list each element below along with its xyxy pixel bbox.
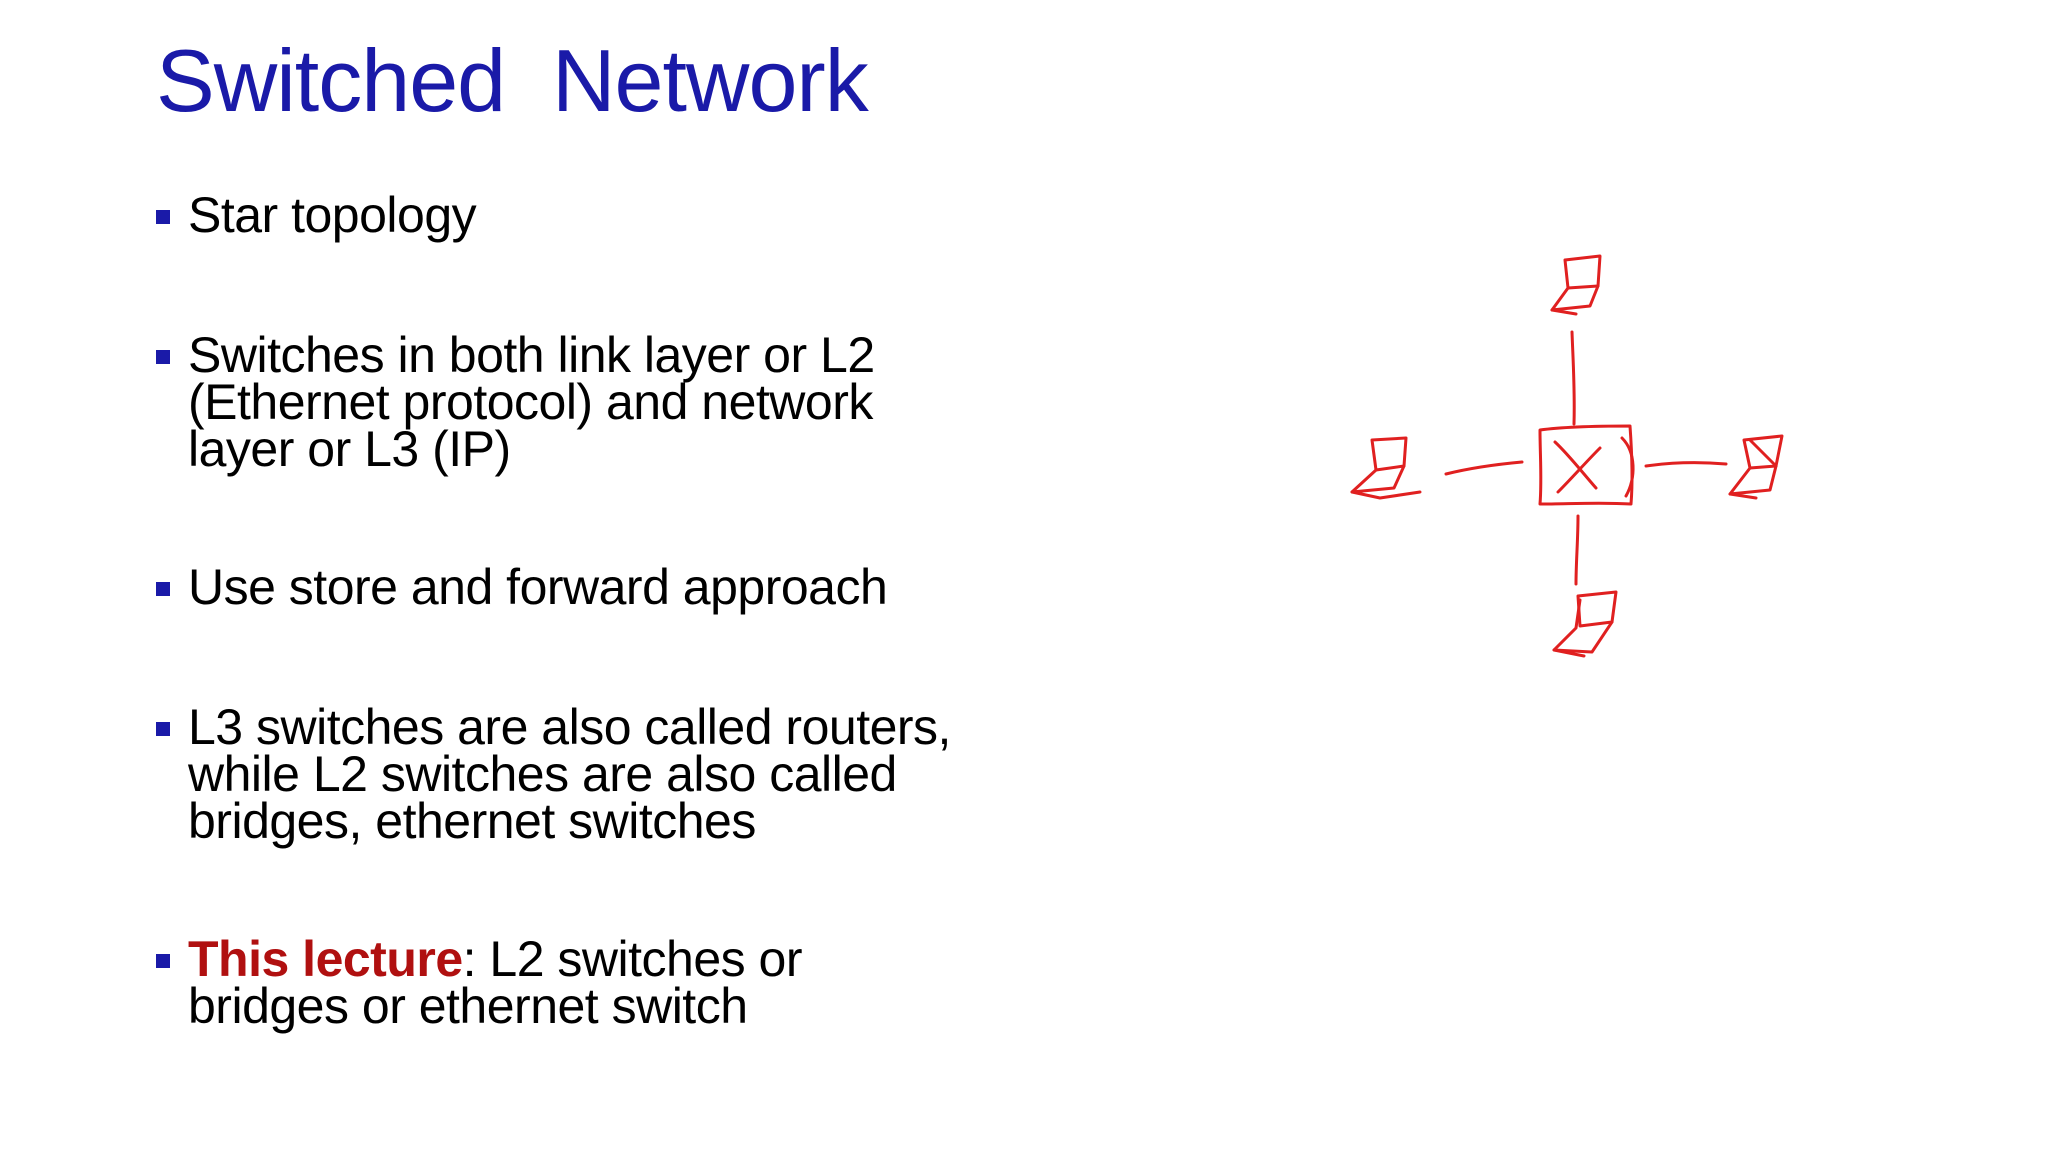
bullet-square-icon bbox=[156, 210, 170, 224]
link-line-left bbox=[1444, 460, 1524, 476]
computer-icon-right bbox=[1728, 434, 1784, 500]
highlight-text: This lecture bbox=[188, 931, 463, 987]
switch-x-icon bbox=[1538, 424, 1635, 506]
computer-icon-top bbox=[1550, 254, 1602, 316]
link-line-bottom bbox=[1574, 514, 1580, 586]
slide-title: Switched Network bbox=[156, 31, 869, 130]
computer-icon-left bbox=[1350, 436, 1422, 500]
bullet-text: This lecture: L2 switches or bridges or … bbox=[188, 934, 838, 1031]
bullet-text: Switches in both link layer or L2 (Ether… bbox=[188, 327, 875, 477]
computer-icon-bottom bbox=[1552, 590, 1618, 658]
bullet-text: L3 switches are also called routers, whi… bbox=[188, 699, 951, 849]
bullet-text: Star topology bbox=[188, 187, 477, 243]
bullet-square-icon bbox=[156, 582, 170, 596]
bullet-square-icon bbox=[156, 722, 170, 736]
link-line-right bbox=[1644, 461, 1728, 468]
bullet-text: Use store and forward approach bbox=[188, 559, 888, 615]
bullet-square-icon bbox=[156, 954, 170, 968]
star-topology-sketch bbox=[1350, 254, 1784, 658]
bullet-item: Use store and forward approach bbox=[154, 559, 1054, 615]
link-line-top bbox=[1570, 330, 1576, 426]
bullet-item: This lecture: L2 switches or bridges or … bbox=[154, 934, 1054, 1031]
bullet-text-rest: : L2 switches or bridges or ethernet swi… bbox=[188, 931, 803, 1034]
bullet-item: Switches in both link layer or L2 (Ether… bbox=[154, 327, 1054, 477]
bullet-item: L3 switches are also called routers, whi… bbox=[154, 699, 1054, 849]
bullet-item: Star topology bbox=[154, 187, 1054, 243]
bullet-square-icon bbox=[156, 350, 170, 364]
